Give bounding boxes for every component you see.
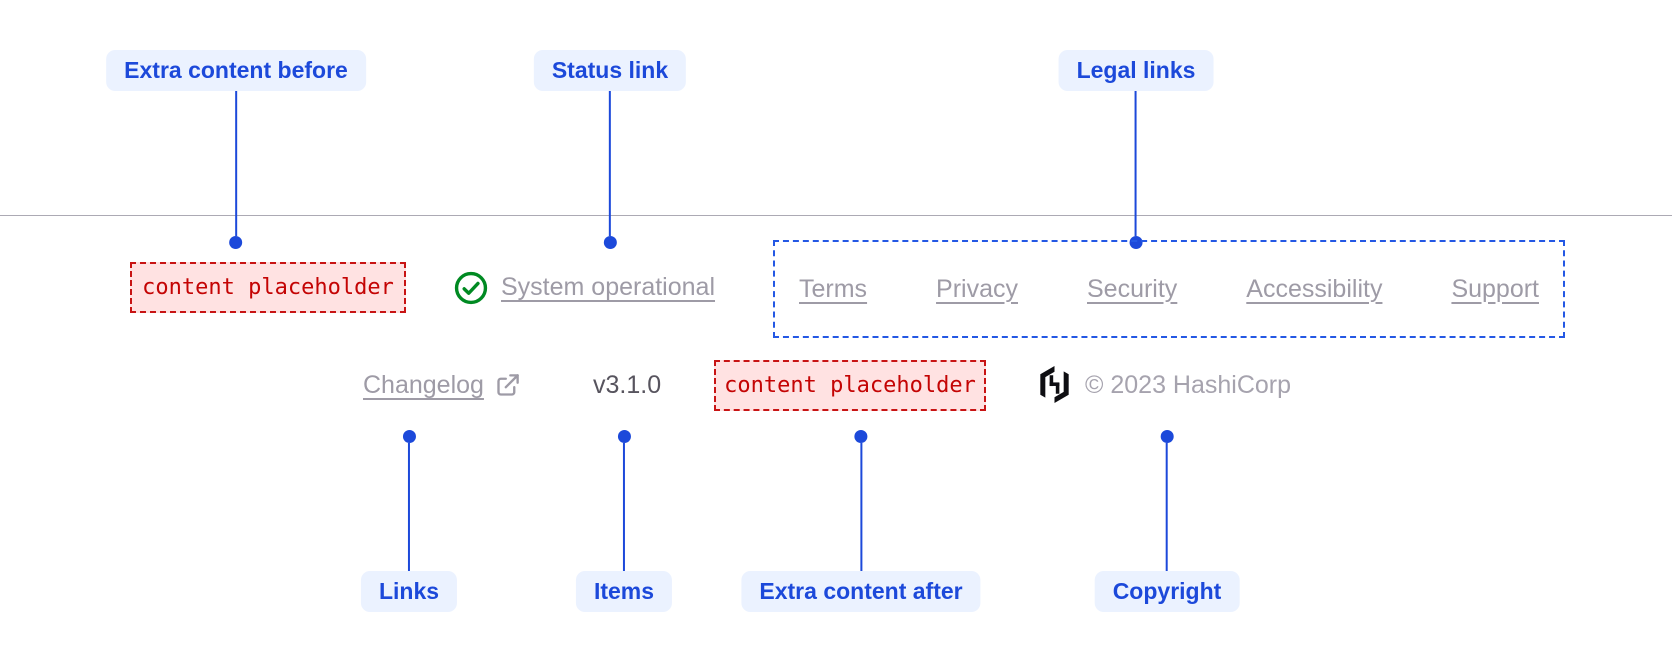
status-link[interactable]: System operational <box>454 262 715 313</box>
placeholder-text: content placeholder <box>142 275 394 300</box>
annotation-connector-line <box>609 91 611 236</box>
legal-link-terms[interactable]: Terms <box>799 274 868 303</box>
annotation-connector-line <box>407 443 410 571</box>
changelog-link[interactable]: Changelog <box>363 360 521 411</box>
annotation-connector-dot <box>1129 236 1143 249</box>
check-circle-icon <box>454 271 488 304</box>
annotation-connector-dot <box>854 430 868 443</box>
changelog-link-label: Changelog <box>363 371 484 399</box>
annotation-connector-line <box>1135 91 1137 236</box>
annotation-connector-dot <box>229 236 243 249</box>
hashicorp-logo <box>1036 366 1073 403</box>
placeholder-text: content placeholder <box>724 373 976 398</box>
annotation-status-link: Status link <box>533 50 687 249</box>
legal-link-security[interactable]: Security <box>1087 274 1178 303</box>
annotation-connector-line <box>1165 443 1168 571</box>
annotation-label: Legal links <box>1058 50 1214 91</box>
annotation-connector-dot <box>617 430 631 443</box>
annotation-connector-line <box>860 443 862 571</box>
annotation-connector-dot <box>402 430 416 443</box>
status-link-label: System operational <box>501 273 716 301</box>
legal-link-privacy[interactable]: Privacy <box>936 274 1019 303</box>
annotation-label: Status link <box>533 50 687 91</box>
external-link-icon <box>497 374 519 396</box>
annotation-extra-content-before: Extra content before <box>106 50 366 249</box>
annotation-extra-content-after: Extra content after <box>741 430 981 612</box>
annotation-connector-dot <box>603 236 617 249</box>
extra-content-before-placeholder: content placeholder <box>130 262 406 313</box>
annotation-label: Links <box>360 571 458 612</box>
legal-links-container: Terms Privacy Security Accessibility Sup… <box>773 240 1565 338</box>
annotation-label: Copyright <box>1094 571 1240 612</box>
annotation-legal-links: Legal links <box>1058 50 1214 249</box>
extra-content-after-placeholder: content placeholder <box>714 360 986 411</box>
annotation-label: Extra content before <box>106 50 366 91</box>
annotation-label: Items <box>575 571 673 612</box>
annotation-items: Items <box>575 430 673 612</box>
annotation-label: Extra content after <box>741 571 981 612</box>
annotation-links: Links <box>360 430 458 612</box>
annotation-connector-line <box>235 91 237 236</box>
annotation-copyright: Copyright <box>1094 430 1240 612</box>
annotation-connector-line <box>623 443 625 571</box>
copyright-text: © 2023 HashiCorp <box>1085 371 1292 399</box>
legal-link-accessibility[interactable]: Accessibility <box>1246 274 1383 303</box>
annotation-connector-dot <box>1160 430 1174 443</box>
footer-top-divider <box>0 215 1672 216</box>
version-text: v3.1.0 <box>593 371 662 399</box>
legal-link-support[interactable]: Support <box>1451 274 1539 303</box>
